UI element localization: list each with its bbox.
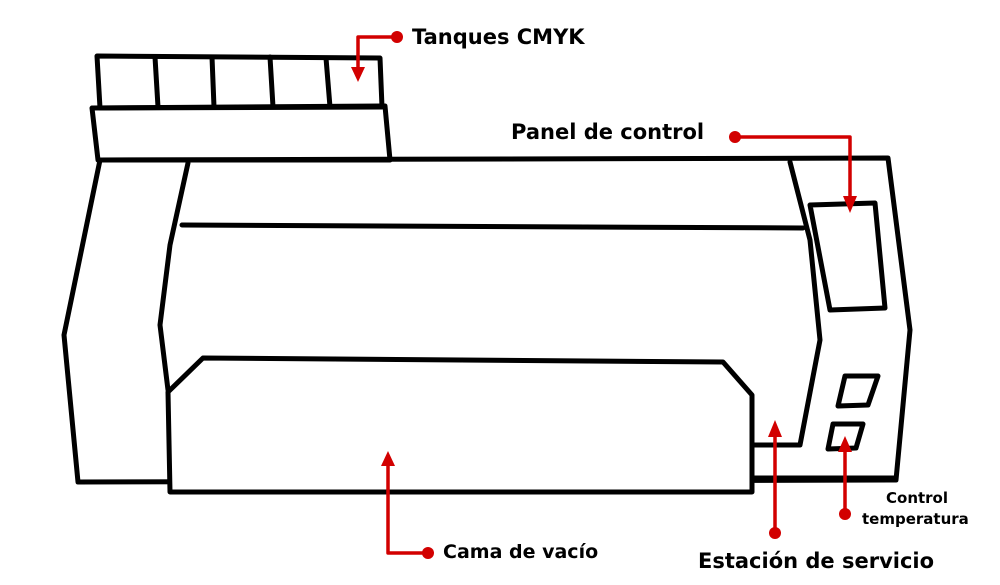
- temperature-button-upper: [835, 373, 881, 409]
- ink-tank-divider-1: [152, 54, 161, 110]
- control-panel-label: Panel de control: [511, 120, 704, 144]
- callout-dot: [769, 527, 781, 539]
- top-cover: [179, 222, 806, 231]
- callout-leader: [386, 463, 430, 555]
- callout-arrowhead: [381, 451, 395, 466]
- callout-leader: [356, 35, 399, 72]
- ink-tank-divider-4: [323, 55, 333, 110]
- printer-outline: [61, 155, 913, 485]
- ink-tank-divider-3: [267, 54, 276, 110]
- temperature-control-label-line1: Control: [886, 489, 948, 507]
- vacuum-bed-label: Cama de vacío: [443, 541, 598, 563]
- callout-control-panel: Panel de control: [511, 120, 857, 213]
- printer-body: [61, 155, 913, 485]
- vacuum-bed: [165, 355, 755, 495]
- temperature-button-lower: [825, 421, 866, 452]
- control-panel-screen: [807, 200, 888, 313]
- callout-dot: [422, 547, 434, 559]
- ink-tanks: [94, 53, 385, 111]
- ink-tank-divider-2: [209, 54, 217, 110]
- left-side-panel: [157, 160, 191, 393]
- right-section-edge: [751, 159, 823, 448]
- callout-arrowhead: [351, 67, 365, 82]
- service-station-label: Estación de servicio: [698, 549, 934, 573]
- temperature-control-label-line2: temperatura: [862, 510, 969, 528]
- callout-ink-tanks: Tanques CMYK: [351, 25, 585, 82]
- callout-temperature-control: Control temperatura: [838, 436, 969, 528]
- callout-service-station: Estación de servicio: [698, 420, 934, 573]
- ink-tank-base: [89, 103, 393, 163]
- callout-arrowhead: [843, 196, 857, 213]
- callout-arrowhead: [768, 420, 782, 437]
- ink-tanks-label: Tanques CMYK: [412, 25, 585, 49]
- callout-dot: [839, 508, 851, 520]
- ink-tanks-unit: [89, 53, 393, 163]
- callout-arrowhead: [838, 436, 852, 452]
- callout-vacuum-bed: Cama de vacío: [381, 451, 598, 563]
- callout-leader: [733, 135, 852, 199]
